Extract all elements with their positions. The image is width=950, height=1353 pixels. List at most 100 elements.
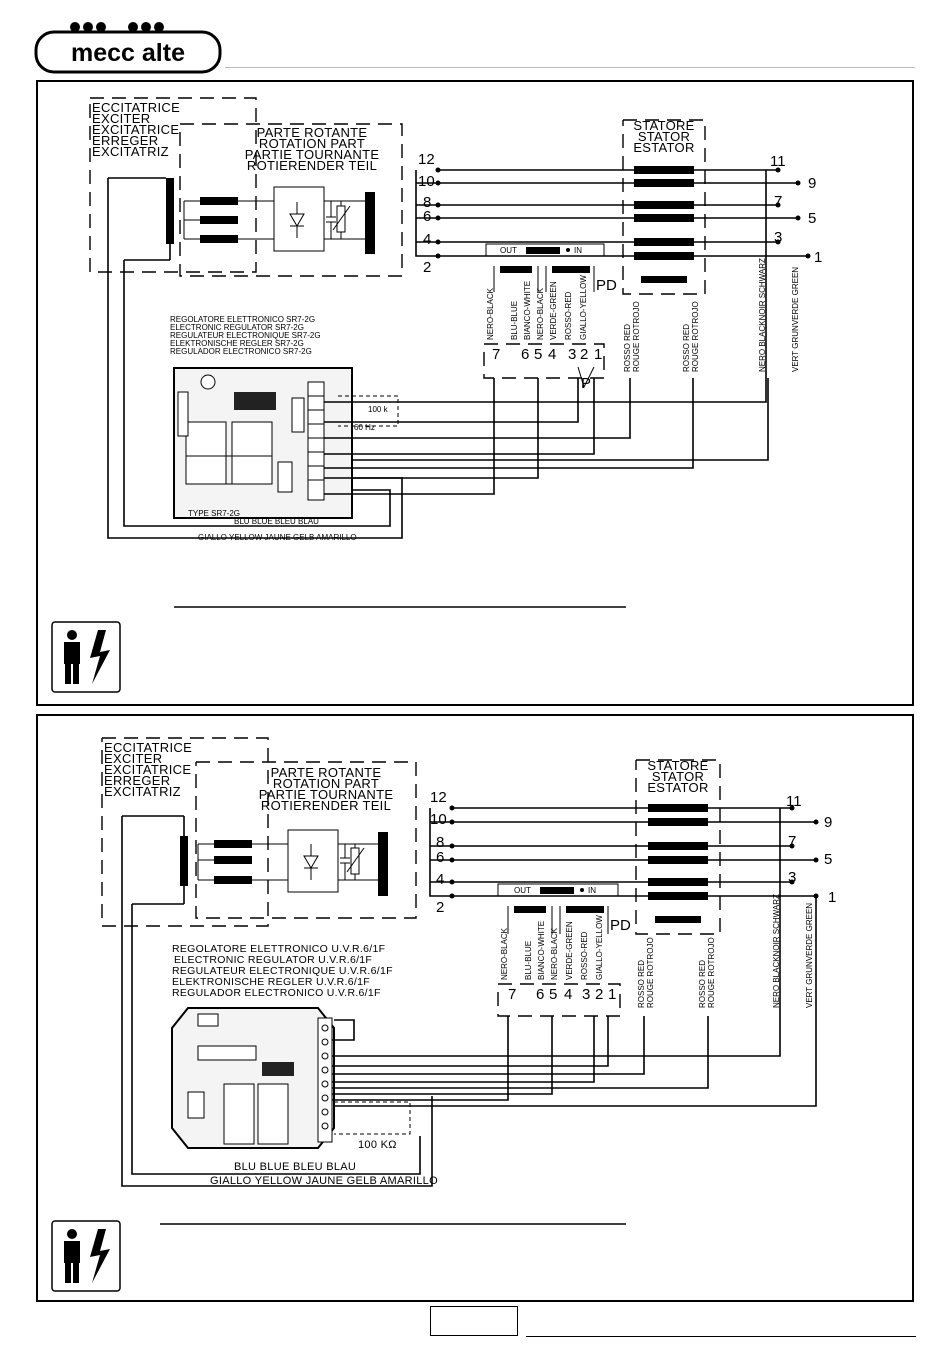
regulator-label: REGOLATORE ELETTRONICO U.V.R.6/1F ELECTR… [172, 943, 393, 999]
svg-text:ROUGE ROTROJO: ROUGE ROTROJO [632, 301, 641, 372]
svg-text:EXCITER: EXCITER [92, 111, 150, 126]
svg-text:ERREGER: ERREGER [104, 773, 170, 788]
diagram-panel-sr7: ECCITATRICE EXCITER EXCITATRICE ERREGER … [36, 80, 914, 706]
pot-label: 100 k [368, 405, 389, 414]
svg-text:ESTATOR: ESTATOR [633, 140, 694, 155]
svg-text:ROSSO RED: ROSSO RED [637, 960, 646, 1008]
output-wire-labels: ROSSO RED ROUGE ROTROJO ROSSO RED ROUGE … [623, 258, 800, 372]
stator-label: STATORE STATOR ESTATOR [633, 118, 694, 155]
output-wire-labels: ROSSO RED ROUGE ROTROJO ROSSO RED ROUGE … [637, 894, 814, 1008]
regulator-board-uvr6 [171, 1007, 335, 1149]
page-number-box [430, 1306, 518, 1336]
svg-text:VERT GRUNVERDE GREEN: VERT GRUNVERDE GREEN [805, 903, 814, 1008]
svg-text:BLU-BLUE: BLU-BLUE [510, 301, 519, 340]
svg-text:6: 6 [436, 849, 444, 866]
svg-text:STATOR: STATOR [638, 129, 690, 144]
svg-text:VERT GRUNVERDE GREEN: VERT GRUNVERDE GREEN [791, 267, 800, 372]
svg-text:EXCITATRIZ: EXCITATRIZ [104, 784, 181, 799]
svg-text:NERO-BLACK: NERO-BLACK [536, 287, 545, 340]
svg-text:2: 2 [595, 986, 603, 1003]
terminal-numbers: 12 10 8 6 4 2 11 9 7 5 3 1 [418, 151, 822, 276]
svg-text:ROTATION PART: ROTATION PART [273, 776, 379, 791]
svg-text:NERO-BLACK: NERO-BLACK [486, 287, 495, 340]
main-rotor-coil [378, 832, 388, 896]
svg-text:NERO-BLACK: NERO-BLACK [550, 927, 559, 980]
brand-name: mecc alte [71, 39, 185, 67]
in-label: IN [588, 886, 596, 895]
svg-text:4: 4 [564, 986, 572, 1003]
rotating-part-label: PARTE ROTANTE ROTATION PART PARTIE TOURN… [245, 125, 380, 173]
svg-text:BIANCO-WHITE: BIANCO-WHITE [537, 921, 546, 980]
svg-text:GIALLO-YELLOW: GIALLO-YELLOW [595, 915, 604, 980]
svg-text:4: 4 [423, 231, 431, 248]
svg-text:6: 6 [423, 208, 431, 225]
svg-text:12: 12 [418, 151, 435, 168]
regulator-label: REGOLATORE ELETTRONICO SR7-2G ELECTRONIC… [170, 315, 321, 356]
svg-text:ECCITATRICE: ECCITATRICE [92, 100, 180, 115]
svg-text:6: 6 [536, 986, 544, 1003]
blue-wire-label: BLU BLUE BLEU BLAU [234, 517, 319, 526]
svg-text:2: 2 [436, 899, 444, 916]
svg-text:8: 8 [423, 194, 431, 211]
svg-text:1: 1 [608, 986, 616, 1003]
svg-text:PARTE ROTANTE: PARTE ROTANTE [257, 125, 368, 140]
svg-text:ROUGE ROTROJO: ROUGE ROTROJO [646, 937, 655, 1008]
mecc-alte-logo: mecc alte [34, 22, 222, 74]
svg-text:PARTIE TOURNANTE: PARTIE TOURNANTE [245, 147, 380, 162]
svg-text:ESTATOR: ESTATOR [647, 780, 708, 795]
regulator-board-sr7: TYPE SR7-2G [173, 367, 353, 519]
svg-text:VERDE-GREEN: VERDE-GREEN [549, 281, 558, 340]
svg-text:NERO-BLACK: NERO-BLACK [500, 927, 509, 980]
svg-text:6: 6 [521, 346, 529, 363]
svg-text:5: 5 [534, 346, 542, 363]
svg-text:VERDE-GREEN: VERDE-GREEN [565, 921, 574, 980]
regulator-wiring [107, 177, 769, 539]
pd-label: PD [610, 917, 631, 934]
rotating-rectifier [287, 829, 339, 893]
svg-text:REGULATEUR ELECTRONIQUE SR7-2G: REGULATEUR ELECTRONIQUE SR7-2G [170, 331, 321, 340]
svg-text:ERREGER: ERREGER [92, 133, 158, 148]
svg-text:3: 3 [568, 346, 576, 363]
yellow-wire-label: GIALLO YELLOW JAUNE GELB AMARILLO [210, 1175, 438, 1187]
svg-text:ELECTRONIC REGULATOR U.V.R.6/1: ELECTRONIC REGULATOR U.V.R.6/1F [174, 954, 372, 966]
stator-label: STATORE STATOR ESTATOR [647, 758, 708, 795]
svg-text:REGULADOR ELECTRONICO U.V.R.6/: REGULADOR ELECTRONICO U.V.R.6/1F [172, 987, 381, 999]
svg-text:STATORE: STATORE [647, 758, 708, 773]
diagram-panel-uvr6: ECCITATRICE EXCITER EXCITATRICE ERREGER … [36, 714, 914, 1302]
regulator-wiring [121, 815, 817, 1187]
footer-rule [526, 1336, 916, 1337]
svg-text:REGULADOR ELECTRONICO SR7-2G: REGULADOR ELECTRONICO SR7-2G [170, 347, 312, 356]
svg-text:7: 7 [788, 833, 796, 850]
svg-text:1: 1 [814, 249, 822, 266]
svg-text:2: 2 [423, 259, 431, 276]
terminal-numbers: 12 10 8 6 4 2 11 9 7 5 3 1 [430, 789, 836, 916]
svg-text:STATORE: STATORE [633, 118, 694, 133]
svg-text:3: 3 [582, 986, 590, 1003]
electric-hazard-icon [51, 621, 121, 693]
svg-text:5: 5 [824, 851, 832, 868]
wire-color-labels: NERO-BLACK BLU-BLUE BIANCO-WHITE NERO-BL… [486, 275, 588, 340]
svg-text:7: 7 [774, 193, 782, 210]
svg-text:TYPE SR7-2G: TYPE SR7-2G [188, 509, 240, 518]
svg-text:9: 9 [824, 814, 832, 831]
svg-text:11: 11 [770, 153, 786, 170]
svg-text:ROTIERENDER TEIL: ROTIERENDER TEIL [261, 798, 391, 813]
wire-color-labels: NERO-BLACK BLU-BLUE BIANCO-WHITE NERO-BL… [500, 915, 604, 980]
main-rotor-coil [365, 192, 375, 254]
in-label: IN [574, 246, 582, 255]
p-label: P [581, 375, 591, 392]
rotating-rectifier [273, 186, 325, 252]
svg-text:5: 5 [808, 210, 816, 227]
diode-icon [303, 855, 319, 869]
svg-text:REGOLATORE ELETTRONICO U.V.R.6: REGOLATORE ELETTRONICO U.V.R.6/1F [172, 943, 385, 955]
svg-text:7: 7 [508, 986, 516, 1003]
header-rule [225, 67, 915, 68]
svg-text:4: 4 [436, 871, 444, 888]
out-label: OUT [514, 886, 531, 895]
svg-text:EXCITER: EXCITER [104, 751, 162, 766]
svg-text:ROUGE ROTROJO: ROUGE ROTROJO [707, 937, 716, 1008]
pd-label: PD [596, 277, 617, 294]
svg-text:3: 3 [788, 869, 796, 886]
svg-text:BIANCO-WHITE: BIANCO-WHITE [523, 281, 532, 340]
svg-text:7: 7 [492, 346, 500, 363]
